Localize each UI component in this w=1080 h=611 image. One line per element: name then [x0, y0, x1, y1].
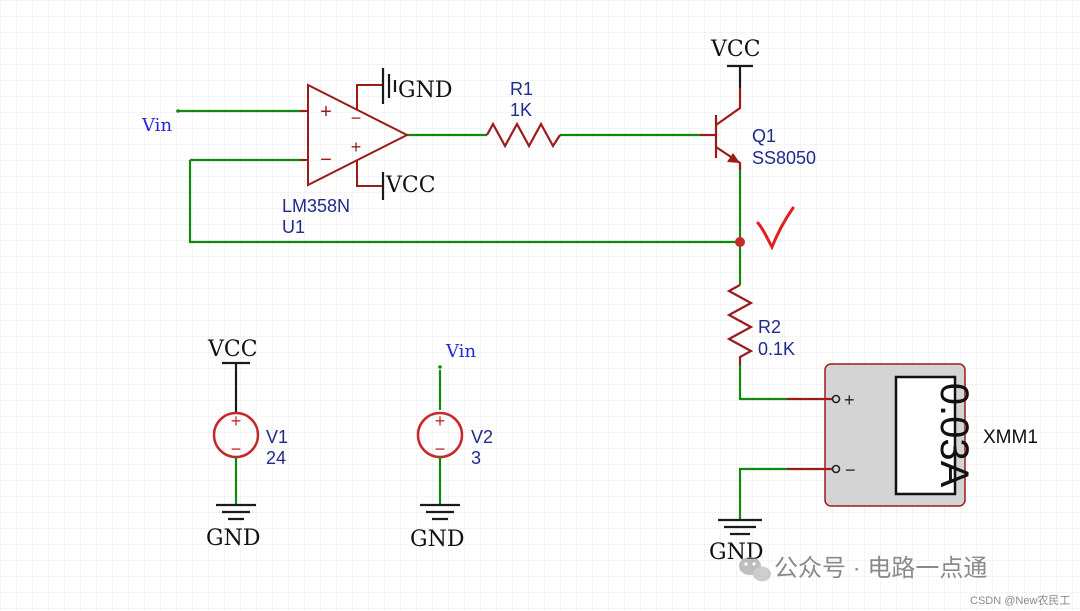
opamp-ref-label: U1 [282, 217, 305, 237]
v2-minus: − [435, 439, 446, 459]
emitter-arrow [727, 153, 740, 163]
resistor-r2 [726, 284, 754, 365]
wire-r2-to-meter [738, 365, 787, 401]
watermark-credit: CSDN @New农民工 [970, 593, 1070, 607]
v2-ref-label: V2 [471, 427, 493, 447]
q1-ref-label: Q1 [752, 126, 776, 146]
vin-terminal-v2 [438, 365, 442, 369]
opamp-in1-minus: − [320, 149, 332, 171]
v1-minus: − [231, 439, 242, 459]
r2-ref-label: R2 [758, 317, 781, 337]
source-v1 [212, 361, 260, 521]
wires [178, 109, 787, 520]
vin-terminal [176, 109, 180, 113]
check-annotation [756, 206, 795, 251]
r1-ref-label: R1 [510, 79, 533, 99]
meter-plus-label: + [844, 390, 855, 410]
vcc-label-opamp: VCC [385, 173, 436, 198]
meter-ref-label: XMM1 [983, 427, 1038, 448]
meter-minus-label: − [845, 460, 856, 480]
gnd-label-v2: GND [410, 527, 464, 552]
source-v2 [416, 411, 464, 521]
v1-plus: + [231, 411, 242, 431]
v2-value-label: 3 [471, 448, 481, 468]
opamp-u1 [300, 83, 410, 187]
v1-ref-label: V1 [266, 427, 288, 447]
opamp-in2-plus: + [351, 137, 362, 157]
gnd-symbol-opamp [381, 68, 397, 104]
gnd-label-v1: GND [206, 526, 260, 551]
v2-plus: + [435, 411, 446, 431]
vcc-label-q1: VCC [710, 37, 761, 62]
opamp-in2-minus: − [351, 108, 362, 128]
vcc-symbol-q1 [727, 64, 753, 88]
vin-label-v2: Vin [445, 341, 476, 362]
meter-leads [787, 397, 833, 471]
r1-value-label: 1K [510, 100, 532, 120]
opamp-in1-plus: + [320, 101, 332, 123]
gnd-symbol-meter [718, 518, 762, 536]
wire-feedback-loop [188, 160, 740, 244]
wire-meter-gnd [738, 467, 787, 520]
q1-part-label: SS8050 [752, 148, 816, 168]
wechat-logo-icon [739, 557, 771, 582]
gnd-label-opamp: GND [398, 78, 452, 103]
junction-dot [735, 237, 745, 247]
vin-label-input: Vin [141, 115, 172, 136]
opamp-part-label: LM358N [282, 196, 350, 216]
meter-terminal-plus [831, 394, 841, 404]
meter-display [894, 375, 957, 496]
r2-value-label: 0.1K [758, 339, 795, 359]
resistor-r1 [486, 121, 561, 149]
watermark-main: 公众号 · 电路一点通 [774, 555, 987, 582]
meter-reading: 0.03A [932, 383, 976, 488]
meter-terminal-minus [831, 464, 841, 474]
vcc-label-v1: VCC [207, 337, 258, 362]
v1-value-label: 24 [266, 448, 286, 468]
